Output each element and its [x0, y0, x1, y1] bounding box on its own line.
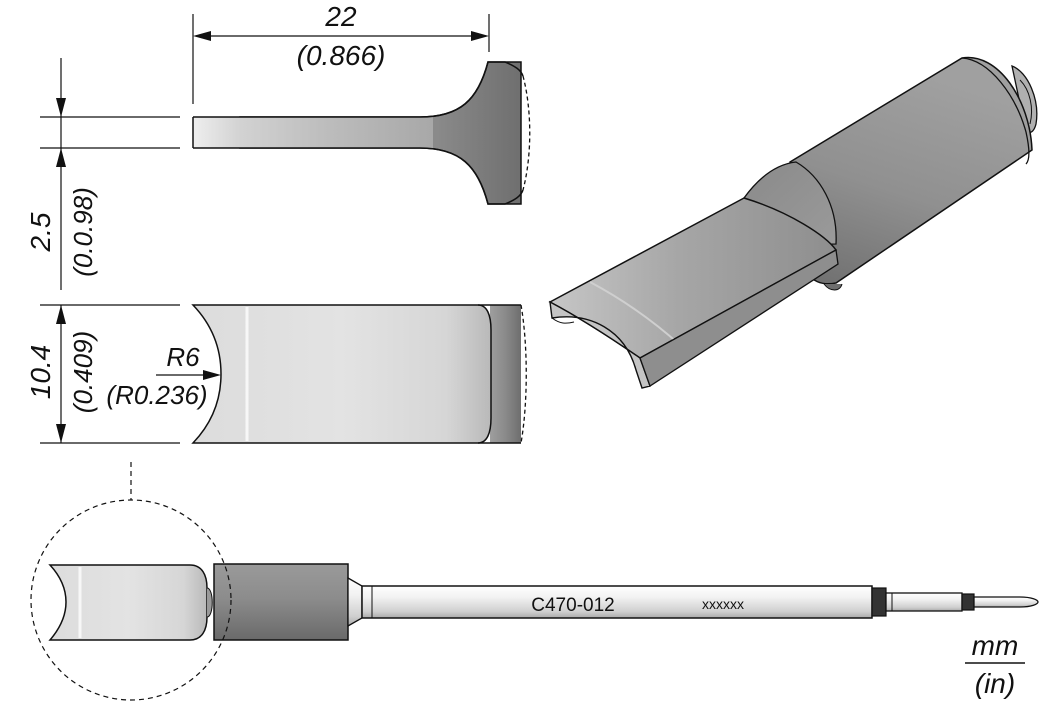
detail-circle — [30, 499, 232, 701]
thickness-mm-label: 2.5 — [25, 212, 56, 252]
radius-dimension: R6 (R0.236) — [106, 342, 221, 410]
front-outline — [478, 304, 521, 444]
serial-label: xxxxxx — [702, 596, 744, 612]
tip-taper — [347, 576, 363, 628]
side-profile-view — [192, 61, 531, 205]
width-in-label: (0.866) — [297, 40, 386, 71]
tip-collar — [213, 563, 349, 641]
height-dimension: 10.4 (0.409) — [25, 304, 180, 444]
model-label: C470-012 — [531, 595, 614, 616]
tip-head-body — [48, 564, 208, 641]
tip-point — [973, 596, 1039, 608]
units-in: (in) — [975, 668, 1015, 699]
width-mm-label: 22 — [324, 1, 357, 32]
full-tip-view: C470-012 xxxxxx — [30, 462, 1039, 701]
units-legend: mm (in) — [965, 630, 1025, 699]
iso-blade-front — [549, 300, 651, 389]
radius-mm-label: R6 — [166, 342, 200, 372]
height-in-label: (0.409) — [68, 331, 98, 413]
profile-blade-light — [193, 117, 433, 148]
thickness-dimension: 2.5 (0.0.98) — [25, 58, 180, 290]
front-body — [191, 304, 492, 444]
tip-pin-band — [961, 593, 975, 611]
profile-outline — [192, 61, 524, 205]
isometric-view — [548, 56, 1038, 389]
height-mm-label: 10.4 — [25, 345, 56, 400]
radius-in-label: (R0.236) — [106, 380, 207, 410]
front-break-line — [520, 304, 527, 444]
units-mm: mm — [972, 630, 1019, 661]
thickness-in-label: (0.0.98) — [68, 187, 98, 277]
front-view — [191, 304, 527, 444]
profile-break-line — [522, 75, 531, 191]
tip-band — [871, 587, 887, 617]
front-ring — [490, 305, 521, 443]
width-dimension: 22 (0.866) — [192, 1, 490, 104]
tip-pin — [885, 592, 963, 612]
tip-shaft — [361, 585, 873, 619]
iso-blade-side — [639, 248, 839, 387]
